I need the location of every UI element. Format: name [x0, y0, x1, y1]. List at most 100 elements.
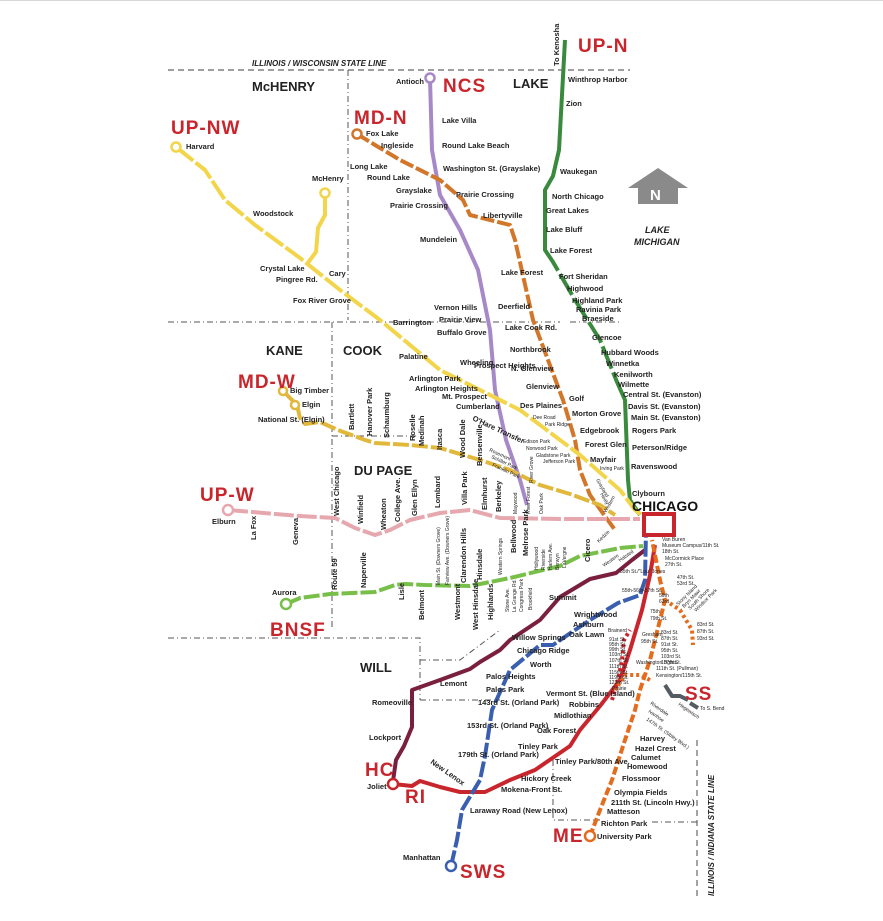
svg-text:Washington Hghts.: Washington Hghts. — [636, 660, 678, 666]
svg-text:53rd St.: 53rd St. — [677, 581, 695, 587]
terminal-university-park[interactable] — [583, 829, 597, 843]
terminal-elburn[interactable] — [221, 503, 235, 517]
svg-text:18th St.: 18th St. — [662, 549, 679, 555]
svg-text:College Ave.: College Ave. — [393, 478, 402, 522]
svg-text:Main St. (Evanston): Main St. (Evanston) — [631, 413, 701, 422]
terminal-harvard[interactable] — [170, 141, 182, 153]
svg-text:87th St.: 87th St. — [697, 629, 714, 635]
svg-text:Healy: Healy — [598, 492, 610, 507]
svg-text:Winthrop Harbor: Winthrop Harbor — [568, 75, 628, 84]
chicago-downtown-box[interactable] — [642, 512, 676, 537]
svg-text:Lisle: Lisle — [397, 583, 406, 600]
line-up-w[interactable] — [227, 508, 640, 537]
svg-text:123rd St.: 123rd St. — [609, 680, 629, 686]
terminal-antioch[interactable] — [424, 72, 436, 84]
svg-text:Lake Forest: Lake Forest — [501, 268, 544, 277]
svg-text:N. Glenview: N. Glenview — [511, 364, 554, 373]
svg-text:Romeoville: Romeoville — [372, 698, 412, 707]
stations-sws: Manhattan Laraway Road (New Lenox) 179th… — [403, 610, 618, 862]
terminal-fox-lake[interactable] — [351, 128, 363, 140]
stations-up-n: To Kenosha Winthrop Harbor Zion Waukegan… — [546, 23, 702, 498]
line-bnsf[interactable] — [285, 544, 644, 606]
svg-text:Glenview: Glenview — [526, 382, 559, 391]
stations-hc: Joliet Lockport Romeoville Lemont Willow… — [367, 593, 577, 791]
line-ncs[interactable] — [428, 77, 529, 506]
line-ri-beverly-branch[interactable] — [610, 628, 632, 701]
svg-text:La Grange Rd.: La Grange Rd. — [512, 579, 518, 612]
svg-text:Medinah: Medinah — [417, 415, 426, 446]
terminal-mchenry[interactable] — [319, 187, 331, 199]
svg-text:Mayfair: Mayfair — [590, 455, 616, 464]
svg-text:Belmont: Belmont — [417, 589, 426, 620]
svg-text:Buffalo Grove: Buffalo Grove — [437, 328, 487, 337]
line-label-ncs: NCS — [443, 76, 486, 97]
svg-text:Deerfield: Deerfield — [498, 302, 531, 311]
svg-text:Palos Park: Palos Park — [486, 685, 525, 694]
svg-text:55th-56th-57th St.: 55th-56th-57th St. — [622, 588, 662, 594]
svg-text:Forest Glen: Forest Glen — [585, 440, 627, 449]
svg-text:Gresham: Gresham — [642, 632, 663, 638]
line-ss[interactable] — [663, 683, 689, 702]
line-label-up-nw: UP-NW — [171, 118, 240, 139]
line-up-nw[interactable] — [174, 145, 650, 522]
line-label-ri: RI — [405, 787, 426, 808]
terminal-manhattan[interactable] — [444, 859, 458, 873]
svg-text:Maywood: Maywood — [513, 492, 519, 514]
svg-text:Prospect Heights: Prospect Heights — [474, 361, 536, 370]
svg-text:Chicago Ridge: Chicago Ridge — [517, 646, 570, 655]
svg-text:Park Ridge: Park Ridge — [545, 422, 570, 428]
svg-text:Vernon Hills: Vernon Hills — [434, 303, 477, 312]
svg-text:Westmont: Westmont — [453, 583, 462, 620]
svg-text:Stone Ave.: Stone Ave. — [505, 588, 511, 612]
line-md-n[interactable] — [355, 132, 617, 532]
svg-text:Wrightwood: Wrightwood — [574, 610, 618, 619]
svg-text:Laraway Road (New Lenox): Laraway Road (New Lenox) — [470, 806, 568, 815]
terminal-big-timber[interactable] — [277, 385, 289, 397]
svg-text:LaVergne: LaVergne — [562, 546, 568, 568]
svg-text:103rd St.: 103rd St. — [609, 652, 629, 658]
svg-text:211th St. (Lincoln Hwy.): 211th St. (Lincoln Hwy.) — [611, 798, 695, 807]
svg-text:Western: Western — [602, 553, 621, 569]
svg-text:Waukegan: Waukegan — [560, 167, 598, 176]
svg-text:Cumberland: Cumberland — [456, 402, 500, 411]
svg-text:79th St.: 79th St. — [650, 616, 667, 622]
svg-text:Woodstock: Woodstock — [253, 209, 294, 218]
wisconsin-state-line-label: ILLINOIS / WISCONSIN STATE LINE — [252, 59, 387, 68]
line-sws[interactable] — [449, 529, 648, 867]
svg-text:Harvard: Harvard — [186, 142, 215, 151]
terminal-aurora[interactable] — [279, 597, 293, 611]
county-cook: COOK — [343, 343, 383, 358]
svg-text:Clybourn: Clybourn — [632, 489, 665, 498]
line-me-blue-island-branch[interactable] — [613, 673, 651, 692]
svg-text:Willow Springs: Willow Springs — [512, 633, 566, 642]
svg-text:Lake Forest: Lake Forest — [550, 246, 593, 255]
svg-text:Prairie: Prairie — [612, 686, 627, 692]
svg-text:Round Lake: Round Lake — [367, 173, 410, 182]
svg-text:95th St.: 95th St. — [641, 639, 658, 645]
svg-text:Main St. (Downers Grove): Main St. (Downers Grove) — [436, 527, 442, 585]
line-hc[interactable] — [391, 548, 647, 782]
svg-text:Northbrook: Northbrook — [510, 345, 552, 354]
stations-md-w: Big Timber Elgin National St. (Elgin) Ba… — [258, 386, 484, 466]
svg-text:91st St.: 91st St. — [661, 642, 678, 648]
line-up-nw-mchenry-branch[interactable] — [305, 195, 327, 266]
svg-text:National St. (Elgin): National St. (Elgin) — [258, 415, 325, 424]
svg-text:Hanover Park: Hanover Park — [365, 387, 374, 436]
svg-text:Route 59: Route 59 — [330, 558, 339, 590]
line-ri[interactable] — [392, 544, 657, 794]
svg-text:99th St.: 99th St. — [609, 647, 626, 653]
svg-text:Davis St. (Evanston): Davis St. (Evanston) — [628, 402, 701, 411]
terminal-elgin[interactable] — [289, 399, 301, 411]
svg-text:Round Lake Beach: Round Lake Beach — [442, 141, 510, 150]
line-up-n[interactable] — [543, 39, 642, 517]
terminal-joliet[interactable] — [386, 777, 400, 791]
line-me[interactable] — [588, 539, 667, 837]
line-me-south-chicago-branch[interactable] — [663, 598, 695, 646]
svg-text:Winfield: Winfield — [356, 494, 365, 524]
county-du-page: DU PAGE — [354, 463, 413, 478]
svg-text:Elmhurst: Elmhurst — [480, 477, 489, 510]
svg-text:Matteson: Matteson — [607, 807, 640, 816]
svg-text:Geneva: Geneva — [291, 517, 300, 545]
svg-text:Oak Park: Oak Park — [539, 493, 545, 514]
